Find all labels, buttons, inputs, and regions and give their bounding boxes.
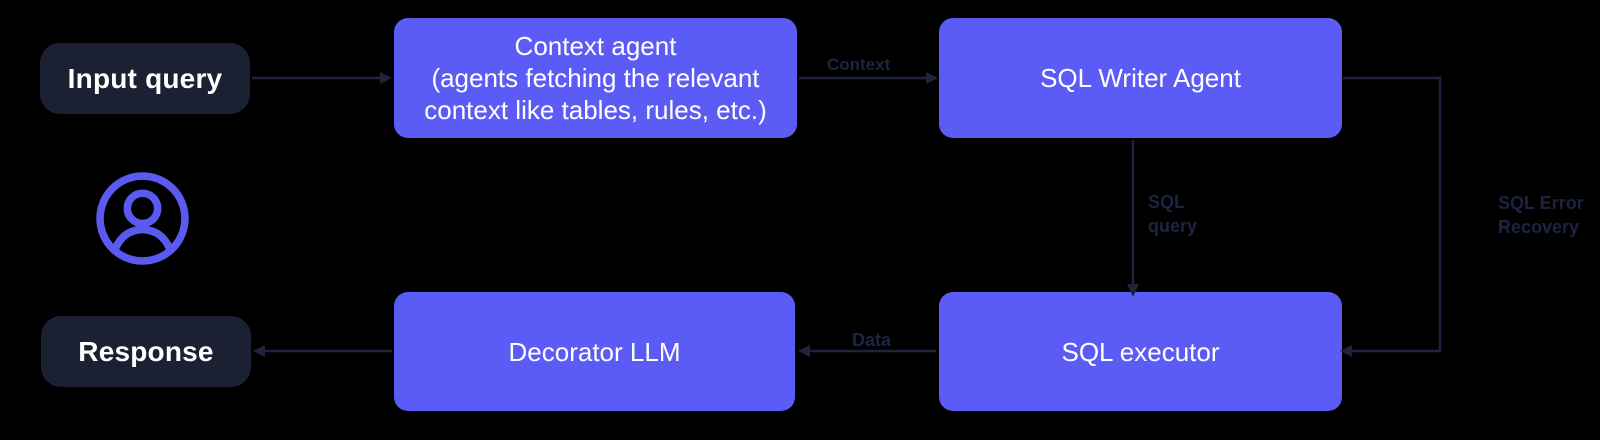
context-agent-line3: context like tables, rules, etc.) (424, 95, 767, 125)
input-query-label: Input query (67, 62, 223, 94)
sql-writer-agent-node: SQL Writer Agent (939, 18, 1342, 138)
context-agent-line1: Context agent (514, 31, 677, 61)
edge-label-sql-query: SQL query (1148, 190, 1197, 238)
edge-label-sql-query-line2: query (1148, 216, 1198, 236)
edge-label-sql-error-line1: SQL Error (1498, 193, 1584, 213)
input-query-node: Input query (40, 43, 250, 114)
edge-label-context: Context (827, 55, 891, 74)
edge-label-sql-error-line2: Recovery (1498, 217, 1580, 237)
sql-executor-node: SQL executor (939, 292, 1342, 411)
arrowhead-into-response (253, 345, 265, 357)
decorator-llm-node: Decorator LLM (394, 292, 795, 411)
arrowhead-into-context-agent (380, 72, 392, 84)
response-node: Response (41, 316, 251, 387)
decorator-llm-label: Decorator LLM (508, 336, 681, 367)
edge-label-data: Data (852, 330, 892, 350)
sql-writer-agent-label: SQL Writer Agent (1040, 63, 1241, 93)
context-agent-node: Context agent (agents fetching the relev… (394, 18, 797, 138)
response-label: Response (78, 335, 214, 367)
sql-executor-label: SQL executor (1061, 336, 1220, 367)
edge-label-sql-query-line1: SQL (1148, 192, 1186, 212)
user-circle-icon (96, 172, 189, 265)
connector-error-recovery-loop (1343, 76, 1442, 353)
edge-label-sql-error-recovery: SQL Error Recovery (1498, 191, 1584, 239)
arrowhead-into-sql-writer (926, 72, 938, 84)
context-agent-line2: (agents fetching the relevant (431, 63, 760, 93)
arrowhead-into-decorator (798, 345, 810, 357)
